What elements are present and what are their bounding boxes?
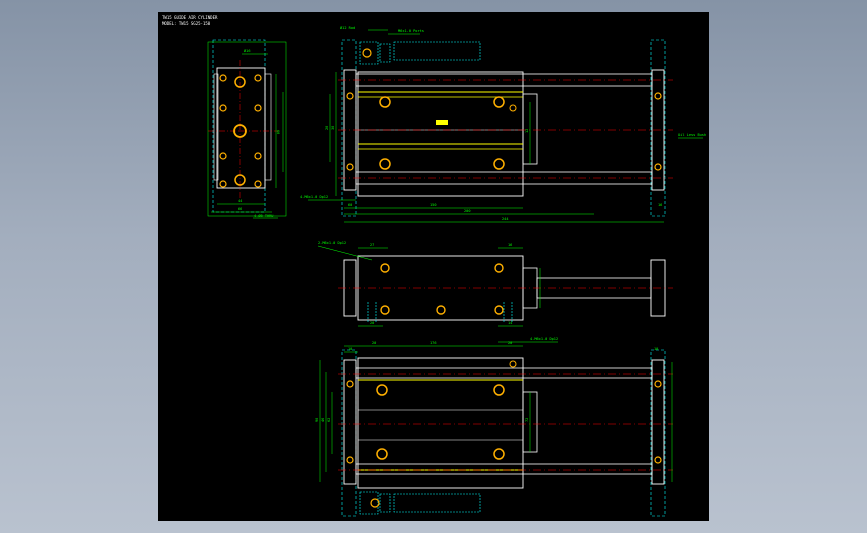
end-view (207, 39, 287, 219)
end-hole-3 (234, 174, 246, 186)
front-body (357, 71, 524, 197)
end-hole-6 (219, 104, 227, 112)
side-view-dimension-label: 27 (370, 243, 374, 247)
cad-viewport[interactable]: TW15 GUIDE AIR CYLINDER MODEL: TW15 SG25… (158, 12, 709, 521)
side-view-callout-label: 2-M6x1.0 Dp12 (318, 241, 346, 245)
side-view-dimension-label: 16 (508, 243, 512, 247)
front-view-dimension-label: 16 (658, 203, 662, 207)
end-view-dim-frame (207, 41, 287, 217)
end-view-body (216, 67, 266, 189)
top-view-dimension-label: 20 (372, 341, 376, 345)
top-view-dimension-label: 176 (430, 341, 437, 345)
drawing-title: TW15 GUIDE AIR CYLINDER (162, 15, 218, 20)
front-view-dimension-label: 60 (348, 203, 352, 207)
front-label-plate (436, 120, 448, 125)
top-view-dimension-label: 90 (315, 418, 319, 422)
front-view-dimension-label: 150 (430, 203, 437, 207)
end-hole-1 (234, 76, 246, 88)
front-view-dimension-label: 200 (464, 209, 471, 213)
front-view (308, 29, 703, 223)
side-view-dimension-label: 20 (370, 321, 374, 325)
end-hole-10 (219, 180, 227, 188)
end-view-dimension-label: 44 (238, 199, 242, 203)
end-hole-9 (254, 152, 262, 160)
title-block: TW15 GUIDE AIR CYLINDER MODEL: TW15 SG25… (162, 15, 217, 27)
front-view-dimension-label: 12 (525, 129, 529, 133)
front-view-dimension-label: 20 (325, 126, 329, 130)
top-view-dimension-label: 10 (348, 347, 352, 351)
top-view-dimension-label: 46 (321, 418, 325, 422)
end-hole-7 (254, 104, 262, 112)
end-view-dimension-label: 66 (238, 207, 242, 211)
front-view-dimension-label: 244 (502, 217, 509, 221)
top-view-dimension-label: 72 (525, 418, 529, 422)
front-view-callout-label: 4-M6x1.0 Dp12 (300, 195, 328, 199)
front-view-callout-label: Oil Less Bush (678, 133, 706, 137)
end-hole-5 (254, 74, 262, 82)
end-hole-2 (233, 124, 247, 138)
end-view-flange-left (213, 73, 219, 181)
top-view (319, 341, 673, 517)
top-view-dimension-label: 10 (654, 347, 658, 351)
front-view-callout-label: Ø12 Rod (340, 25, 355, 30)
end-view-dimension-label: 4-Ø8 THRU (254, 213, 273, 218)
drawing-model: MODEL: TW15 SG25-150 (162, 21, 211, 26)
top-view-dimension-label: 62 (327, 418, 331, 422)
front-view-callout-label: M6x1.0 Ports (398, 29, 424, 33)
side-view (317, 245, 673, 327)
end-view-flange-right (264, 73, 272, 181)
top-view-callout-label: 4-M6x1.0 Dp12 (530, 337, 558, 341)
end-view-dimension-label: 60 (276, 130, 280, 134)
end-hole-8 (219, 152, 227, 160)
top-view-dimension-label: 20 (508, 341, 512, 345)
side-view-dimension-label: 14 (508, 321, 512, 325)
end-hole-4 (219, 74, 227, 82)
end-view-dimension-label: Ø16 (244, 48, 251, 53)
end-hole-11 (254, 180, 262, 188)
front-view-dimension-label: 30 (331, 126, 335, 130)
